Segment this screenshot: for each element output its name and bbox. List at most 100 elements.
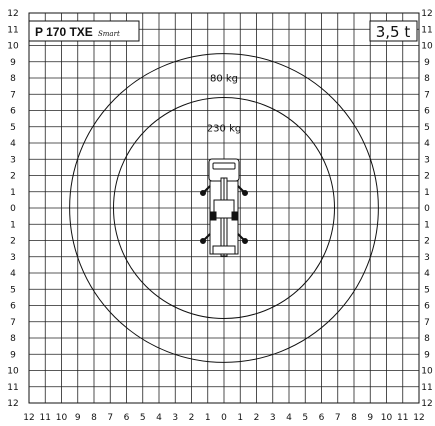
y-tick-label-right: 11 [421,383,432,393]
load-ring [113,97,335,319]
load-ring-label: 80 kg [210,74,238,85]
y-tick-label-right: 3 [424,155,430,165]
platform-basket [212,245,236,255]
x-tick-label: 8 [91,413,97,423]
vehicle-cab-window [212,162,236,170]
x-tick-label: 10 [56,413,68,423]
x-tick-label: 7 [335,413,341,423]
x-tick-label: 5 [140,413,146,423]
y-tick-label-left: 12 [7,399,18,409]
y-tick-label-right: 2 [424,172,430,182]
y-tick-label-right: 0 [424,204,430,214]
y-tick-label-right: 8 [424,74,430,84]
y-tick-label-right: 7 [424,318,430,328]
load-rings: 80 kg 230 kg [69,53,379,363]
y-tick-label-right: 5 [424,285,430,295]
capacity-box: 3,5 t [369,20,418,42]
outrigger-pad-fl [200,190,206,196]
x-tick-label: 12 [23,413,34,423]
load-ring-label: 230 kg [207,124,241,135]
outrigger-pad-rr [242,238,248,244]
capacity-box-frame [369,20,418,42]
outrigger-pad-fr [242,190,248,196]
x-tick-label: 0 [221,413,227,423]
x-tick-label: 11 [397,413,408,423]
y-tick-label-left: 4 [10,139,16,149]
y-tick-label-left: 8 [10,74,16,84]
y-tick-label-left: 12 [7,9,18,19]
y-tick-label-left: 0 [10,204,16,214]
x-tick-label: 11 [40,413,51,423]
load-ring [69,53,379,363]
y-tick-label-left: 6 [10,302,16,312]
x-tick-label: 10 [381,413,393,423]
y-tick-label-right: 9 [424,350,430,360]
y-tick-label-left: 2 [10,237,16,247]
y-tick-label-left: 11 [7,25,18,35]
y-tick-label-left: 9 [10,350,16,360]
y-tick-label-right: 7 [424,90,430,100]
y-tick-label-left: 1 [10,188,16,198]
y-tick-label-left: 7 [10,90,16,100]
y-tick-label-right: 3 [424,253,430,263]
capacity-label: 3,5 t [376,23,411,41]
x-tick-label: 9 [367,413,373,423]
outrigger-pad-rl [200,238,206,244]
title-box-frame [28,20,140,42]
y-tick-label-left: 10 [7,42,19,52]
x-tick-label: 3 [270,413,276,423]
x-tick-label: 1 [205,413,211,423]
x-tick-label: 7 [107,413,113,423]
x-tick-label: 1 [237,413,243,423]
y-tick-label-left: 6 [10,107,16,117]
turret-detail-right [231,211,238,221]
grid [28,12,420,404]
y-tick-label-right: 12 [421,399,432,409]
y-tick-label-right: 9 [424,58,430,68]
x-tick-label: 8 [351,413,357,423]
turret [213,199,235,219]
y-tick-label-right: 2 [424,237,430,247]
turret-detail-left [210,211,217,221]
y-tick-label-right: 1 [424,188,430,198]
y-tick-label-left: 9 [10,58,16,68]
x-tick-label: 4 [286,413,292,423]
y-tick-label-left: 11 [7,383,18,393]
y-tick-label-right: 1 [424,220,430,230]
title-box: P 170 TXE Smart [28,20,140,42]
y-tick-label-left: 5 [10,123,16,133]
y-tick-label-left: 5 [10,285,16,295]
y-tick-label-right: 4 [424,139,430,149]
x-tick-label: 12 [413,413,424,423]
y-tick-label-left: 10 [7,367,19,377]
y-tick-label-right: 10 [421,42,433,52]
x-tick-label: 4 [156,413,162,423]
y-tick-label-right: 6 [424,107,430,117]
y-tick-label-left: 2 [10,172,16,182]
model-name: P 170 TXE [35,25,93,39]
x-tick-label: 6 [124,413,130,423]
y-tick-label-right: 12 [421,9,432,19]
vehicle-top-view [200,158,248,257]
y-tick-label-right: 4 [424,269,430,279]
x-tick-label: 3 [172,413,178,423]
x-tick-label: 5 [302,413,308,423]
y-tick-label-right: 10 [421,367,433,377]
y-tick-label-right: 6 [424,302,430,312]
x-tick-label: 9 [75,413,81,423]
y-tick-label-right: 5 [424,123,430,133]
model-variant: Smart [98,30,120,38]
x-tick-label: 6 [319,413,325,423]
y-tick-label-left: 3 [10,253,16,263]
x-tick-label: 2 [254,413,260,423]
y-tick-label-right: 11 [421,25,432,35]
y-tick-label-left: 8 [10,334,16,344]
y-tick-label-left: 7 [10,318,16,328]
y-tick-label-left: 4 [10,269,16,279]
y-tick-label-left: 1 [10,220,16,230]
y-tick-label-left: 3 [10,155,16,165]
x-tick-label: 2 [189,413,195,423]
y-tick-label-right: 8 [424,334,430,344]
